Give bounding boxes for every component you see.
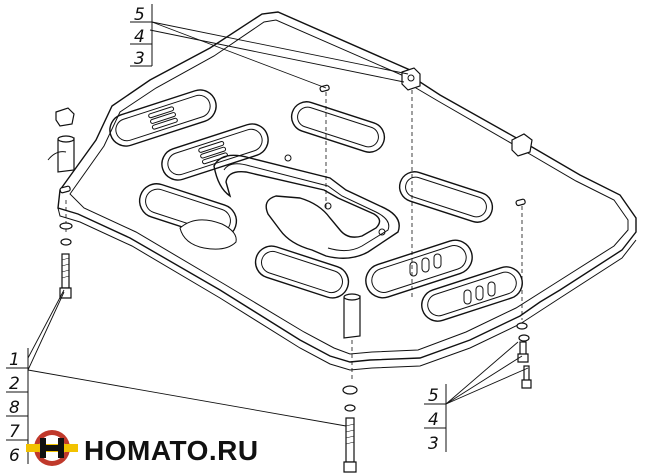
callout-left-1: 1 bbox=[9, 350, 20, 370]
slot-7 bbox=[421, 266, 523, 322]
leader-lines bbox=[27, 21, 529, 427]
spacer-tubes bbox=[47, 135, 361, 339]
callout-right-3: 3 bbox=[428, 434, 439, 454]
slot-3 bbox=[290, 101, 386, 153]
spacer-left bbox=[47, 135, 75, 173]
fasteners-left bbox=[59, 222, 73, 299]
callout-right-2: 4 bbox=[428, 410, 439, 430]
stamped-slots bbox=[109, 89, 523, 322]
plate-flange bbox=[57, 207, 637, 371]
slot-8 bbox=[254, 245, 350, 299]
washer bbox=[59, 222, 73, 230]
callout-left-3: 8 bbox=[9, 398, 20, 418]
callout-left-4: 7 bbox=[9, 422, 20, 442]
slot-2 bbox=[161, 123, 269, 181]
callout-group-top: 5 4 3 bbox=[130, 4, 153, 69]
plate-bump bbox=[179, 219, 237, 250]
serpentine-channel bbox=[213, 154, 400, 259]
fasteners-right bbox=[516, 322, 532, 389]
callout-right-1: 5 bbox=[428, 386, 439, 406]
callout-left-2: 2 bbox=[9, 374, 20, 394]
mounting-points bbox=[55, 67, 533, 236]
washer bbox=[518, 334, 530, 342]
callout-top-2: 4 bbox=[134, 27, 145, 47]
logo-mark bbox=[26, 430, 78, 466]
callout-left-5: 6 bbox=[9, 446, 20, 466]
washer bbox=[60, 238, 72, 246]
homato-logo: HOMATO.RU bbox=[26, 430, 259, 466]
callout-group-right: 5 4 3 bbox=[424, 384, 447, 454]
vent-holes bbox=[409, 253, 442, 277]
plate-rim bbox=[69, 19, 629, 355]
vent-holes bbox=[198, 141, 228, 165]
callout-group-left: 1 2 8 7 6 bbox=[6, 348, 29, 466]
slot-6 bbox=[365, 239, 473, 299]
slot-5 bbox=[398, 171, 494, 223]
callout-top-1: 5 bbox=[134, 5, 145, 25]
callout-top-3: 3 bbox=[134, 49, 145, 69]
vent-holes bbox=[148, 106, 178, 130]
washer bbox=[342, 385, 358, 395]
washer bbox=[344, 404, 356, 412]
skid-plate bbox=[57, 11, 637, 371]
fasteners-center bbox=[342, 385, 358, 473]
assembly-lines bbox=[65, 90, 523, 382]
logo-text: HOMATO.RU bbox=[84, 435, 259, 466]
slot-4 bbox=[138, 183, 238, 250]
washer bbox=[516, 322, 528, 330]
spacer-center bbox=[343, 293, 361, 339]
plate-outline bbox=[57, 11, 637, 363]
slot-1 bbox=[109, 89, 217, 147]
vent-holes bbox=[463, 281, 496, 305]
